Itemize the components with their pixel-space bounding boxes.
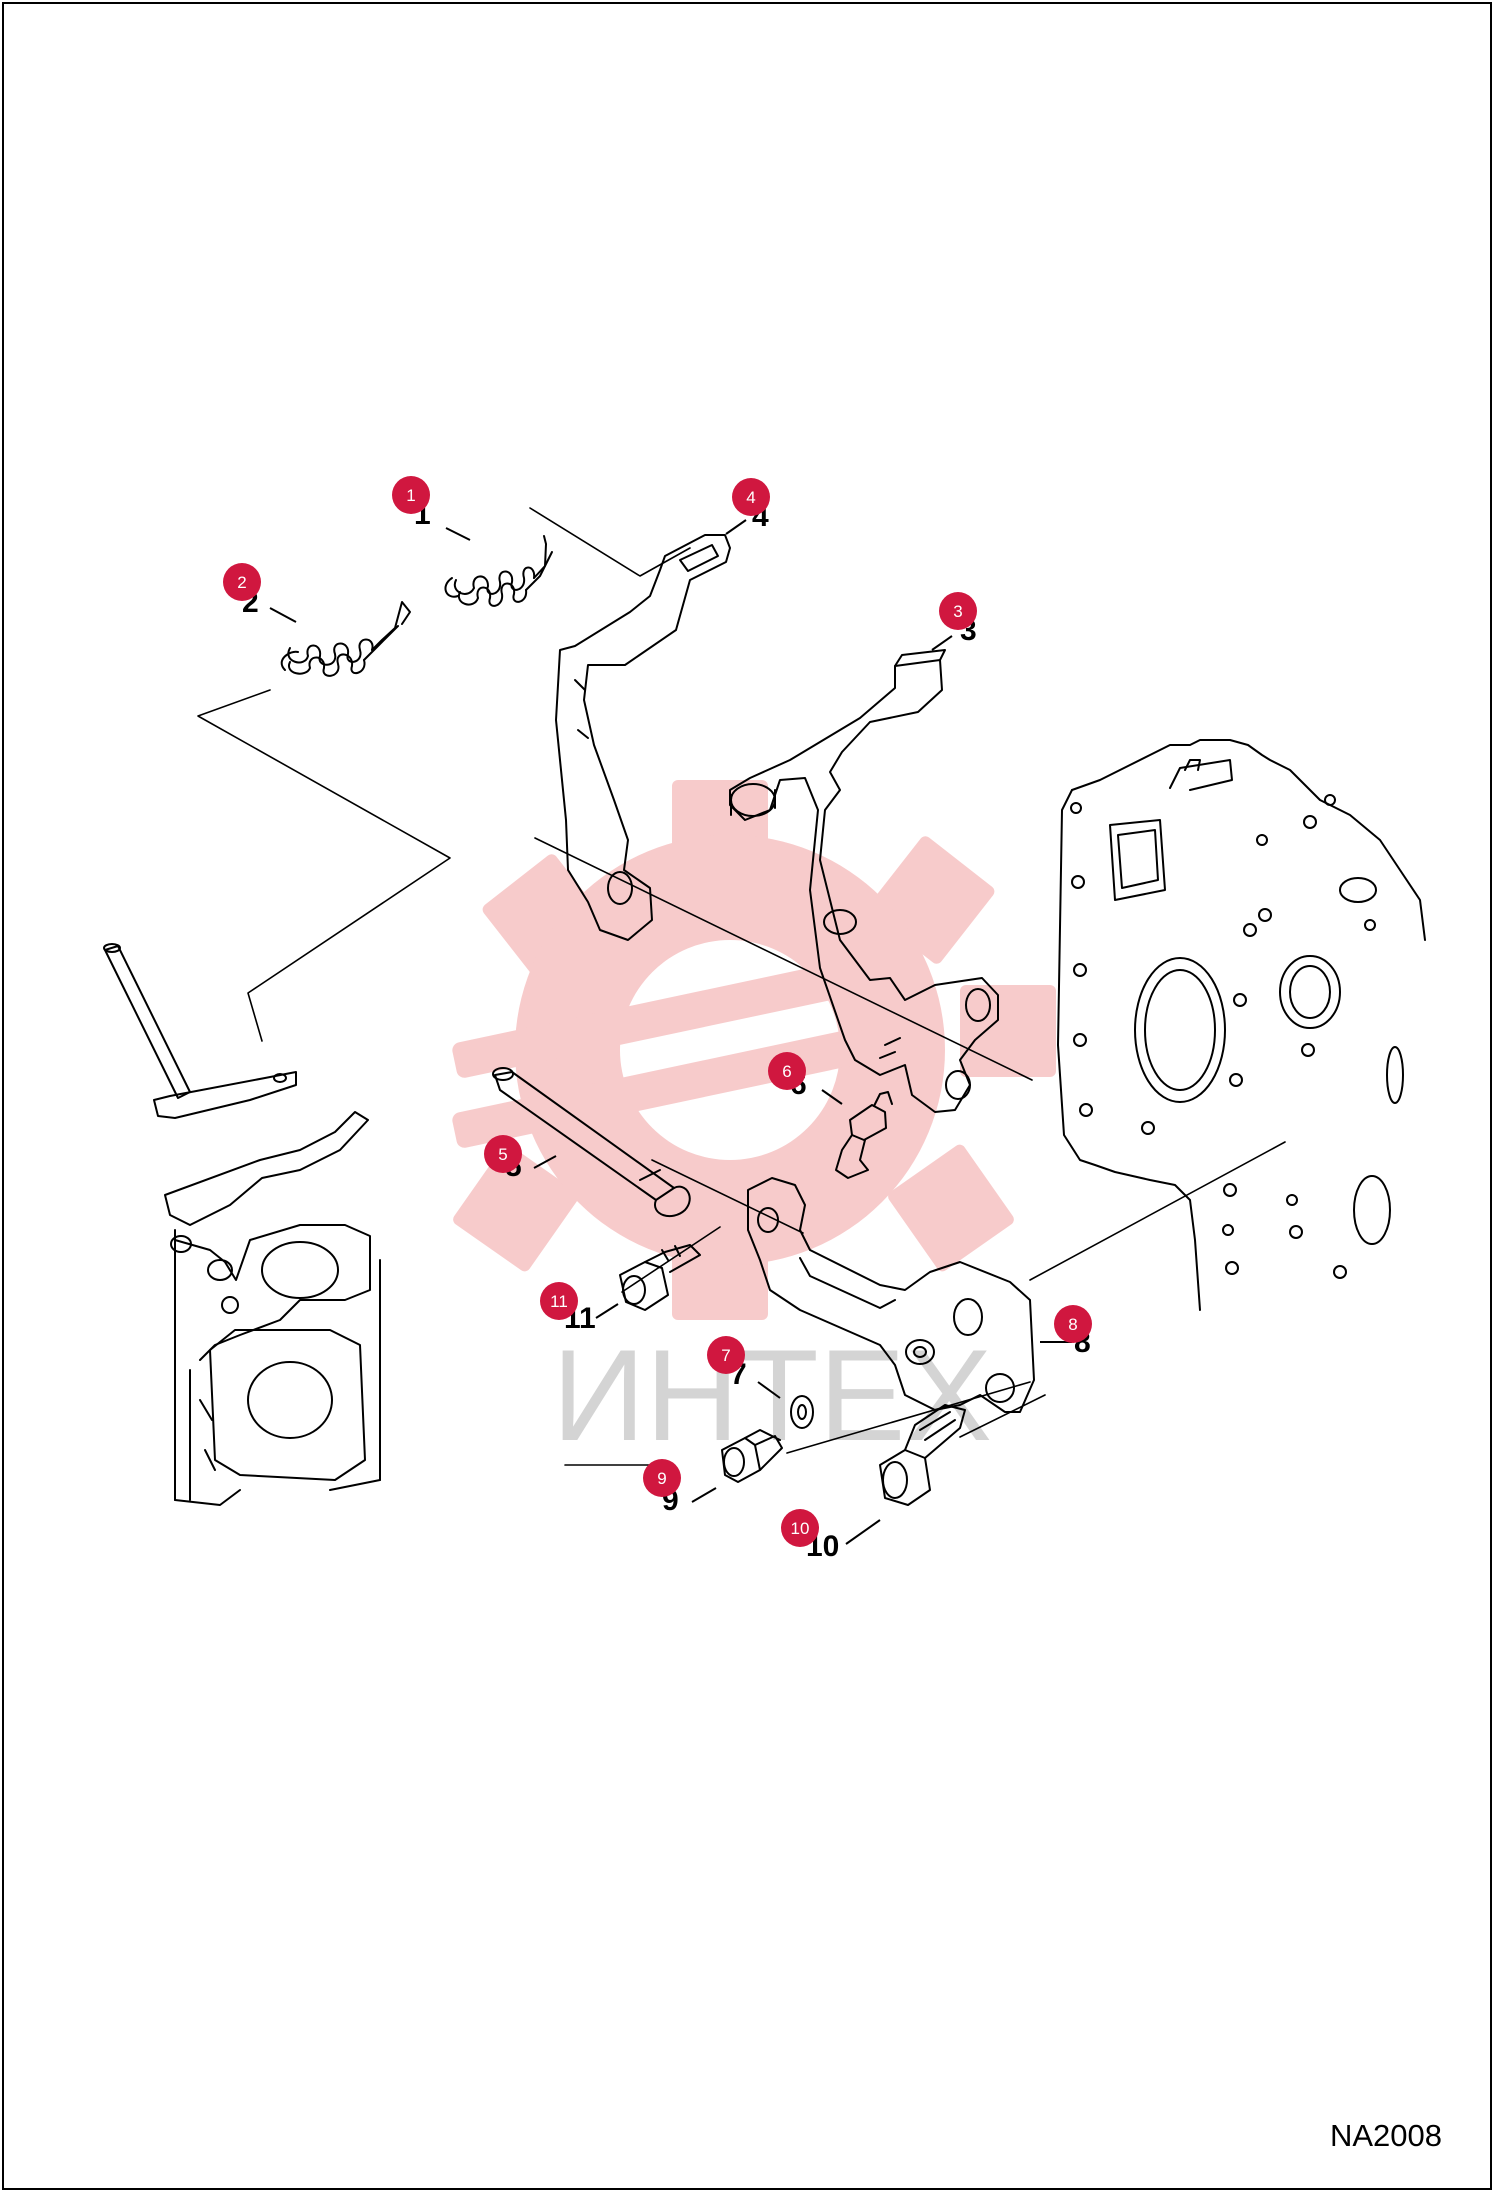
callout-7-number: 7	[721, 1346, 730, 1365]
lever-part-4	[555, 534, 731, 941]
callout-5[interactable]: 5	[484, 1135, 522, 1173]
callout-4[interactable]: 4	[732, 478, 770, 516]
callout-9-number: 9	[657, 1469, 666, 1488]
reference-lines	[197, 507, 1286, 1466]
bolt-part-9	[721, 1429, 783, 1483]
lever-part-3	[729, 649, 999, 1113]
callout-2-dot	[223, 563, 261, 601]
callout-7-dot	[707, 1336, 745, 1374]
callout-11[interactable]: 11	[540, 1282, 578, 1320]
bolt-part-10	[879, 1404, 966, 1506]
callout-3-number: 3	[953, 602, 962, 621]
pin-part-5	[492, 1067, 691, 1218]
callout-5-number: 5	[498, 1145, 507, 1164]
spring-part-2	[280, 601, 411, 677]
callout-1-number: 1	[406, 486, 415, 505]
callout-2-number: 2	[237, 573, 246, 592]
leader-lines	[269, 519, 1072, 1545]
callout-5-dot	[484, 1135, 522, 1173]
callout-8-dot	[1054, 1305, 1092, 1343]
callout-10-number: 10	[791, 1519, 810, 1538]
callout-8-number: 8	[1068, 1315, 1077, 1334]
callout-3-dot	[939, 592, 977, 630]
washer-part-7	[790, 1395, 814, 1429]
callout-10[interactable]: 10	[781, 1509, 819, 1547]
callout-1[interactable]: 1	[392, 476, 430, 514]
callout-1-dot	[392, 476, 430, 514]
callout-9[interactable]: 9	[643, 1459, 681, 1497]
watermark-text: ИНТЕХ	[552, 1322, 992, 1468]
callout-2[interactable]: 2	[223, 563, 261, 601]
callout-8[interactable]: 8	[1054, 1305, 1092, 1343]
callout-6[interactable]: 6	[768, 1052, 806, 1090]
callout-3[interactable]: 3	[939, 592, 977, 630]
callout-4-number: 4	[746, 488, 755, 507]
watermark-gear-logo: ИНТЕХ	[452, 780, 1056, 1468]
callout-6-number: 6	[782, 1062, 791, 1081]
callout-4-dot	[732, 478, 770, 516]
callouts: 1 2 3 4 5 6 7 8	[223, 476, 1092, 1547]
callout-11-number: 11	[550, 1292, 568, 1311]
bolt-part-11	[619, 1244, 701, 1311]
bracket-part-8	[747, 1177, 1035, 1413]
drawing-code: NA2008	[1329, 2118, 1442, 2153]
callout-7[interactable]: 7	[707, 1336, 745, 1374]
spring-part-1	[444, 535, 553, 607]
bolt-part-6	[835, 1091, 893, 1179]
callout-11-dot	[540, 1282, 578, 1320]
shaft-left	[103, 943, 297, 1119]
callout-10-dot	[781, 1509, 819, 1547]
engine-block-right	[1057, 739, 1426, 1311]
callout-6-dot	[768, 1052, 806, 1090]
callout-9-dot	[643, 1459, 681, 1497]
engine-casting-left	[164, 1111, 381, 1506]
